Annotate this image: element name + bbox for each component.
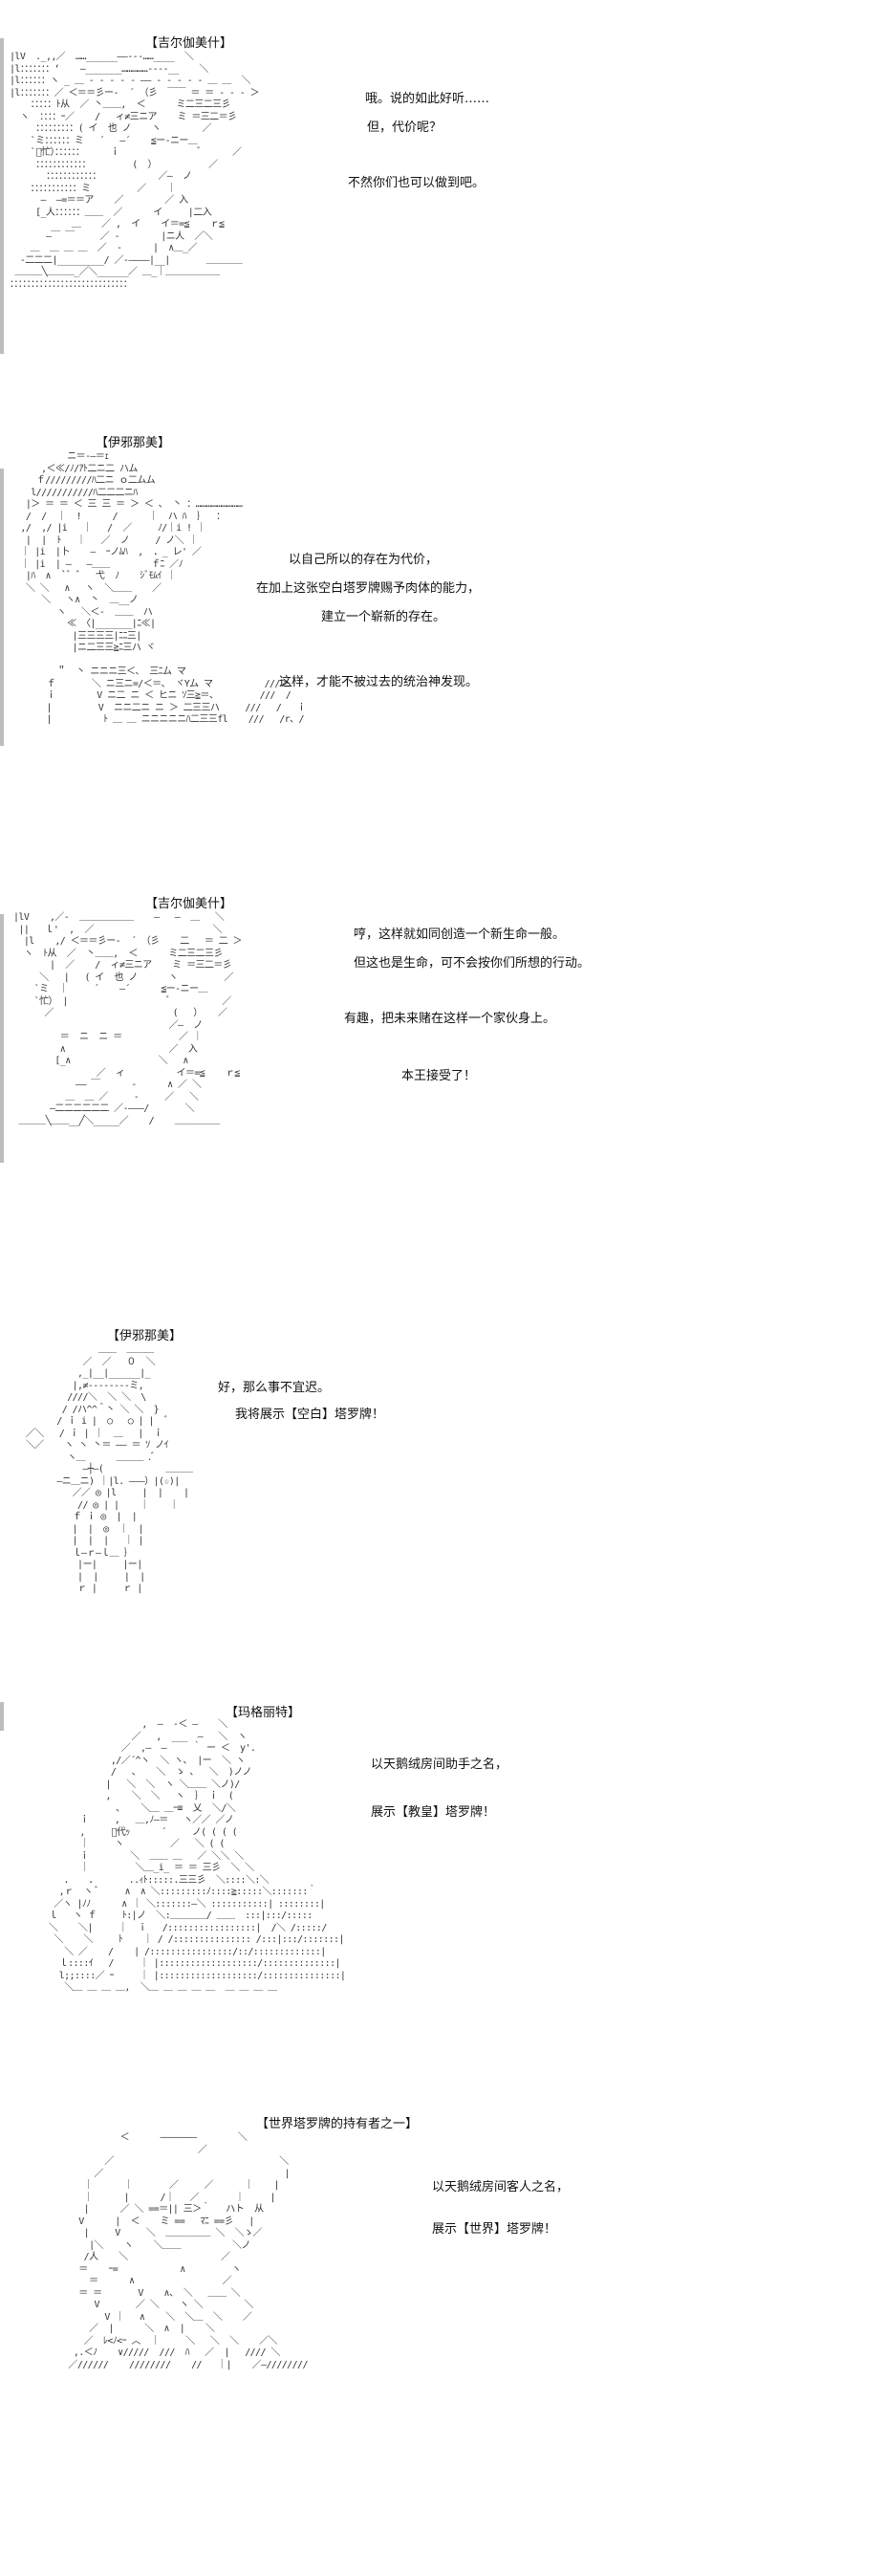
ascii-art-figure: |lV ._,,／ ……______——‐‐‐……____ ＼ |l：：：：：：… (10, 52, 260, 290)
dialogue-line: 本王接受了！ (401, 1069, 477, 1083)
dialogue-line: 有趣，把未来赌在这样一个家伙身上。 (344, 1012, 556, 1026)
panel-3: 【吉尔伽美什】 |lV ,／‐ ＿＿＿＿＿＿ ― ― ＿ ＼ || ｌ' , ／… (0, 880, 885, 1262)
panel-4: 【伊邪那美】 ＿＿ ＿＿＿ ／ ／ ０ ＼ ,_|__|______|_ |,≠… (0, 1277, 885, 1679)
panel-5: 【玛格丽特】 , ― ‐＜ ― ＼ ／ , ___ ― ＼ ヽ ／ ,― ― ｀… (0, 1702, 885, 2104)
panel-separator (0, 1702, 4, 1731)
ascii-art-figure: |lV ,／‐ ＿＿＿＿＿＿ ― ― ＿ ＼ || ｌ' , ／ ＼ |l ,/… (13, 912, 243, 1126)
dialogue-line: 我将展示【空白】塔罗牌！ (235, 1408, 385, 1422)
speaker-label: 【玛格丽特】 (226, 1706, 301, 1720)
panel-2: 【伊邪那美】 ニ＝‐―＝ｪ ,＜≪/ﾉ/ｱﾄ二ニ二 ハム ｆ/////////ﾊ… (0, 421, 885, 861)
ascii-art-figure: ニ＝‐―＝ｪ ,＜≪/ﾉ/ｱﾄ二ニ二 ハム ｆ/////////ﾊ二ニ ｏ二ムム… (20, 451, 306, 725)
panel-separator (0, 914, 4, 1163)
dialogue-line: 不然你们也可以做到吧。 (348, 176, 486, 190)
dialogue-line: 哼，这样就如同创造一个新生命一般。 (354, 928, 566, 942)
speaker-label: 【伊邪那美】 (96, 436, 171, 450)
ascii-art-figure: ＜ ――――――― ＼ ／ ／ ＼ ／ | ｜ ｜ ／ ／ ｜ | ｜ | /｜ (68, 2132, 308, 2370)
dialogue-line: 但这也是生命，可不会按你们所想的行动。 (354, 956, 591, 971)
panel-separator (0, 38, 4, 354)
dialogue-line: 哦。说的如此好听…… (365, 92, 490, 106)
dialogue-line: 但，代价呢？ (367, 120, 442, 135)
speaker-label: 【吉尔伽美什】 (145, 36, 233, 51)
dialogue-line: 这样，才能不被过去的统治神发现。 (279, 675, 479, 689)
dialogue-line: 以自己所以的存在为代价， (289, 553, 439, 567)
panel-1: 【吉尔伽美什】 |lV ._,,／ ……______——‐‐‐……____ ＼ … (0, 0, 885, 392)
dialogue-line: 好，那么事不宜迟。 (218, 1381, 331, 1395)
panel-separator (0, 469, 4, 746)
dialogue-line: 建立一个崭新的存在。 (321, 610, 446, 624)
speaker-label: 【伊邪那美】 (107, 1329, 183, 1343)
panel-6: 【世界塔罗牌的持有者之一】 ＜ ――――――― ＼ ／ ／ ＼ ／ | ｜ ｜ … (0, 2104, 885, 2576)
dialogue-line: 以天鹅绒房间客人之名， (432, 2180, 570, 2194)
dialogue-line: 以天鹅绒房间助手之名， (371, 1757, 508, 1772)
ascii-art-figure: ＿＿ ＿＿＿ ／ ／ ０ ＼ ,_|__|______|_ |,≠‐‐‐‐‐‐‐… (25, 1344, 193, 1594)
speaker-label: 【吉尔伽美什】 (145, 897, 233, 911)
dialogue-line: 展示【世界】塔罗牌！ (432, 2222, 557, 2237)
dialogue-line: 在加上这张空白塔罗牌赐予肉体的能力， (256, 581, 481, 596)
speaker-label: 【世界塔罗牌的持有者之一】 (256, 2117, 419, 2131)
dialogue-line: 展示【教皇】塔罗牌！ (371, 1805, 496, 1820)
ascii-art-figure: , ― ‐＜ ― ＼ ／ , ___ ― ＼ ヽ ／ ,― ― ｀ ー ＜ y'… (48, 1719, 346, 1993)
